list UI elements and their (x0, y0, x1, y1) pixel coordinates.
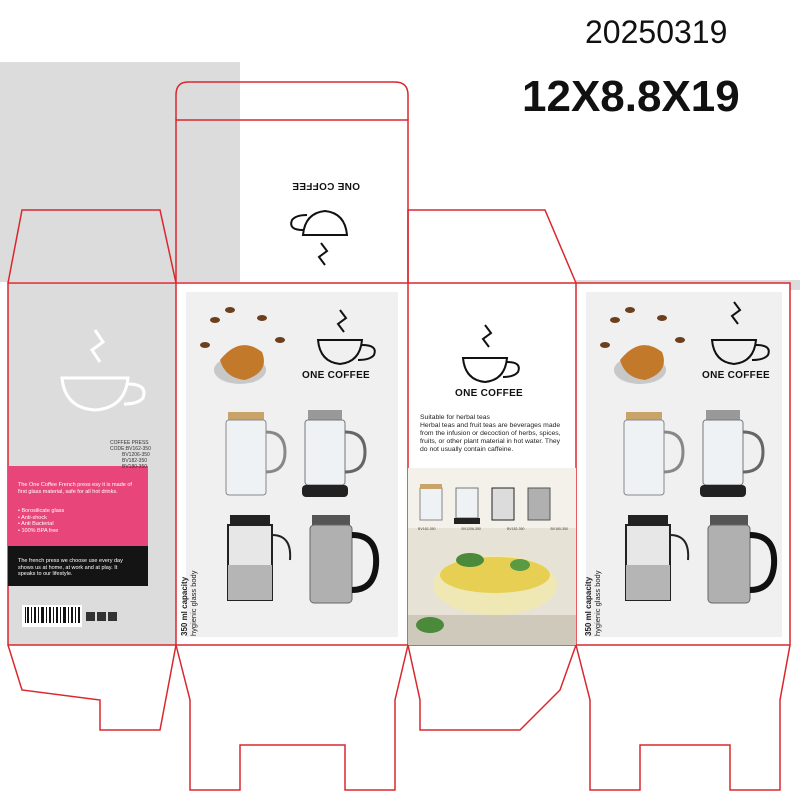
model-code: BV180-350 (550, 527, 568, 531)
french-press-steel-right (707, 515, 778, 604)
bullet-item: • 100% BPA free (18, 527, 59, 534)
bullet-item: • Anti-shock (18, 514, 47, 521)
herbal-tea-photo (408, 468, 576, 645)
cup-logo-icon-middle (461, 324, 520, 384)
herbal-text-block: Suitable for herbal teas Herbal teas and… (420, 414, 566, 454)
brand-name-right: ONE COFFEE (702, 370, 771, 381)
bullet-item: • Anti Bacterial (18, 521, 54, 527)
herbal-heading: Suitable for herbal teas (420, 414, 490, 421)
french-press-black-base-right (700, 410, 765, 497)
cup-logo-icon-right (710, 301, 770, 366)
product-code-list: COFFEE PRESS CODE:BV162-350 BV1206-350 B… (110, 440, 170, 470)
feature-bullets: • Borosilicate glass • Anti-shock • Anti… (18, 508, 136, 534)
barcode-icon (22, 605, 82, 627)
coffee-splash-image-front (200, 307, 285, 384)
brand-name-middle: ONE COFFEE (455, 388, 524, 399)
model-code: BV1206-350 (461, 527, 481, 531)
capacity-vertical-front: 350 ml capacity hygienic glass body (180, 571, 198, 636)
capacity-label: 350 ml capacity (180, 576, 189, 636)
model-code: BV162-350 (418, 527, 436, 531)
dimensions-label: 12X8.8X19 (522, 72, 740, 121)
capacity-label: 350 ml capacity (584, 576, 593, 636)
glass-body-label: hygienic glass body (189, 570, 198, 636)
date-label: 20250319 (585, 14, 728, 50)
pink-description: The One Coffee French press esy it is ma… (18, 482, 132, 495)
top-grey-area (0, 62, 240, 282)
capacity-vertical-right: 350 ml capacity hygienic glass body (584, 571, 602, 636)
cup-logo-icon-left (60, 329, 146, 412)
bullet-item: • Borosilicate glass (18, 508, 65, 514)
cup-logo-icon-flap (290, 209, 349, 266)
herbal-body: Herbal teas and fruit teas are beverages… (420, 422, 561, 453)
middle-code-row: BV162-350 BV1206-350 BV182-350 BV180-350 (418, 527, 568, 531)
product-line: COFFEE PRESS (110, 440, 149, 446)
french-press-black-frame-right (625, 515, 690, 601)
brand-name-flap: ONE COFFEE (292, 180, 361, 191)
black-band (8, 546, 148, 586)
product-line: BV180-350 (122, 464, 148, 470)
french-press-bamboo-front (225, 412, 287, 496)
french-press-black-base-front (302, 410, 367, 497)
black-description: The french press we choose use every day… (18, 558, 123, 577)
recycle-icons (86, 612, 117, 621)
french-press-black-frame-front (227, 515, 292, 601)
glass-body-label: hygienic glass body (593, 570, 602, 636)
french-press-steel-front (309, 515, 380, 604)
product-line: BV1206-350 (122, 452, 150, 458)
model-code: BV182-350 (506, 527, 525, 531)
product-line: CODE:BV162-350 (110, 446, 151, 452)
right-inner-bg (586, 292, 782, 637)
pink-band (8, 466, 148, 546)
product-line: BV182-350 (122, 458, 148, 464)
brand-name-front: ONE COFFEE (302, 370, 371, 381)
cup-logo-icon-front (316, 309, 376, 366)
french-press-bamboo-right (623, 412, 685, 496)
coffee-splash-image-right (600, 307, 685, 384)
